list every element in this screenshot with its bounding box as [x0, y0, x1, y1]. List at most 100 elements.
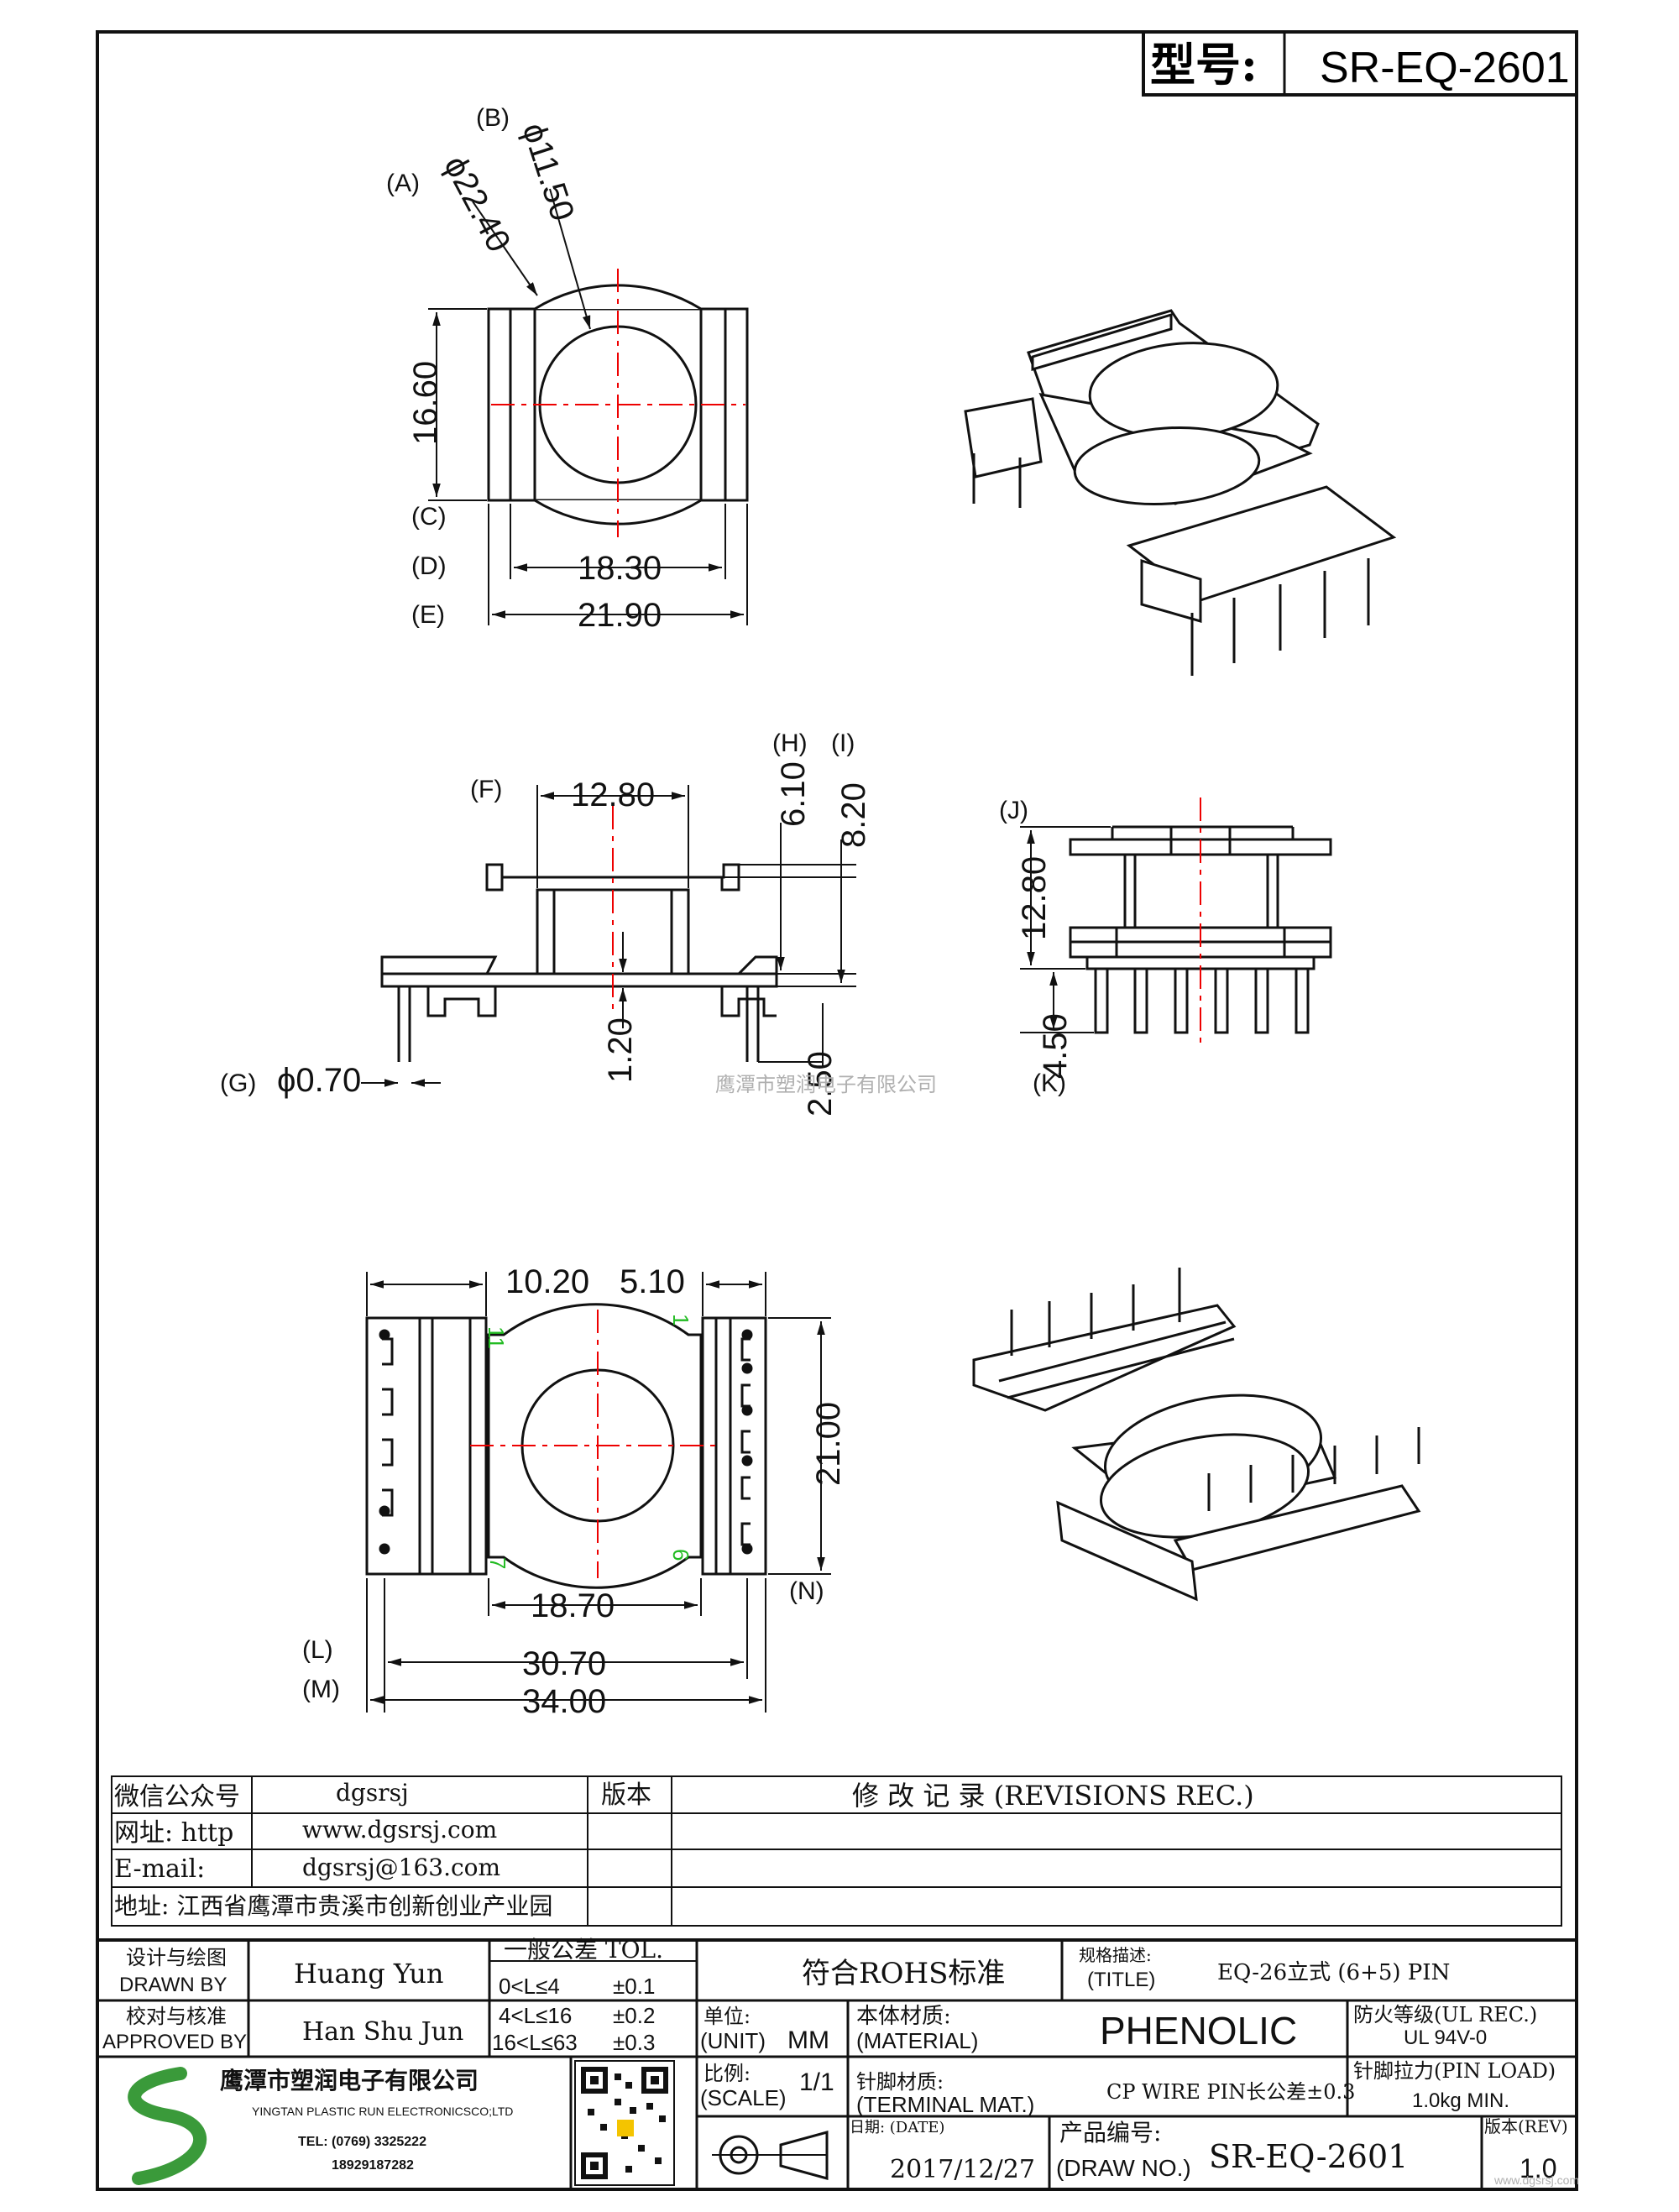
dim-h2-value: 1.20 [602, 1017, 639, 1083]
scale-label-cn: 比例: [704, 2062, 751, 2085]
dim-j-label: (J) [999, 797, 1028, 824]
dim-l-value: 30.70 [522, 1645, 606, 1682]
material-label-cn: 本体材质: [856, 2004, 951, 2029]
wechat-label: 微信公众号 [114, 1782, 240, 1812]
version-label: 版本 [601, 1781, 651, 1810]
title-block [96, 1938, 1578, 2191]
drawn-label-cn: 设计与绘图 [126, 1946, 227, 1969]
title-block-text: 设计与绘图 DRAWN BY Huang Yun 校对与核准 APPROVED … [102, 1936, 1579, 2187]
fire-label: 防火等级(UL REC.) [1353, 2003, 1537, 2026]
fire-value: UL 94V-0 [1404, 2026, 1487, 2049]
company-mobile: 18929187282 [332, 2158, 414, 2173]
dim-e-label: (E) [411, 601, 445, 629]
company-cn: 鹰潭市塑润电子有限公司 [220, 2067, 479, 2094]
dim-b-value: ϕ11.50 [515, 118, 581, 225]
drawn-value: Huang Yun [294, 1958, 443, 1990]
qr-code [581, 2067, 668, 2179]
dim-d-label: (D) [411, 552, 447, 580]
dim-i-label: (I) [831, 729, 855, 757]
drawno-value: SR-EQ-2601 [1209, 2138, 1408, 2175]
model-label: 型号: [1150, 38, 1258, 92]
title-value: EQ-26立式 (6+5) PIN [1217, 1960, 1450, 1985]
dim-f-label: (F) [470, 776, 502, 803]
revisions-title: 修 改 记 录 (REVISIONS REC.) [852, 1780, 1254, 1812]
unit-label-en: (UNIT) [700, 2028, 766, 2053]
top-view [428, 188, 749, 625]
pin-number-1: 1 [668, 1314, 693, 1326]
dim-g-value: ϕ0.70 [277, 1062, 361, 1099]
rohs-text: 符合ROHS标准 [802, 1957, 1005, 1990]
dim-g-label: (G) [220, 1069, 256, 1097]
dim-j-value: 12.80 [1016, 856, 1053, 940]
wechat-value: dgsrsj [336, 1779, 409, 1807]
tol-range-3: 16<L≤63 [492, 2030, 578, 2055]
date-value: 2017/12/27 [890, 2155, 1035, 2184]
tol-range-1: 0<L≤4 [499, 1974, 560, 1999]
web-value: www.dgsrsj.com [302, 1816, 497, 1843]
dim-n-value: 21.00 [810, 1402, 847, 1486]
model-value: SR-EQ-2601 [1320, 44, 1570, 92]
address-text: 地址: 江西省鹰潭市贵溪市创新创业产业园 [114, 1892, 552, 1920]
pin-number-11: 11 [484, 1326, 509, 1349]
dim-top-right-value: 5.10 [620, 1263, 685, 1300]
corner-watermark: www.dgsrsj.com [1493, 2173, 1579, 2187]
dim-inner-value: 18.70 [531, 1587, 615, 1624]
dim-b-label: (B) [476, 104, 510, 132]
dim-top-left-value: 10.20 [505, 1263, 589, 1300]
pinload-value: 1.0kg MIN. [1412, 2089, 1509, 2112]
dim-e-value: 21.90 [578, 597, 662, 634]
company-tel: TEL: (0769) 3325222 [298, 2135, 426, 2149]
dim-m-label: (M) [302, 1676, 340, 1703]
side-view-labels: (J) 12.80 4.50 (K) [999, 797, 1074, 1097]
info-table-text: 微信公众号 dgsrsj 网址: http www.dgsrsj.com E-m… [114, 1779, 1254, 1920]
rev-label: 版本(REV) [1484, 2116, 1568, 2136]
company-logo [128, 2067, 207, 2185]
email-label: E-mail: [114, 1854, 205, 1884]
drawn-label-en: DRAWN BY [119, 1974, 227, 1996]
title-label-cn: 规格描述: [1079, 1945, 1152, 1965]
dim-h-value: 6.10 [775, 761, 812, 827]
tol-value-3: ±0.3 [613, 2030, 655, 2055]
watermark-text: 鹰潭市塑润电子有限公司 [715, 1073, 937, 1096]
dim-h-label: (H) [772, 729, 808, 757]
pin-number-7: 7 [485, 1557, 510, 1569]
tol-value-1: ±0.1 [613, 1974, 655, 1999]
unit-value: MM [787, 2026, 829, 2054]
tol-title: 一般公差 TOL. [504, 1936, 663, 1964]
drawno-label-en: (DRAW NO.) [1056, 2155, 1191, 2181]
material-label-en: (MATERIAL) [856, 2028, 978, 2053]
tol-range-2: 4<L≤16 [499, 2003, 572, 2028]
unit-label-cn: 单位: [704, 2005, 751, 2028]
dim-l-label: (L) [302, 1636, 333, 1664]
pin-number-6: 6 [668, 1549, 693, 1561]
date-label: 日期: (DATE) [850, 2119, 944, 2136]
dim-i-value: 8.20 [835, 782, 872, 848]
scale-label-en: (SCALE) [700, 2085, 787, 2110]
approved-label-en: APPROVED BY [102, 2031, 247, 2053]
dim-m-value: 34.00 [522, 1683, 606, 1720]
bottom-view [365, 1272, 831, 1713]
terminal-label-cn: 针脚材质: [856, 2070, 944, 2094]
terminal-label-en: (TERMINAL MAT.) [856, 2092, 1034, 2117]
dim-k-label: (K) [1033, 1069, 1066, 1097]
pinload-label: 针脚拉力(PIN LOAD) [1353, 2059, 1556, 2083]
dim-n-label: (N) [789, 1577, 824, 1605]
top-view-labels: (A) (B) ϕ22.40 ϕ11.50 16.60 18.30 21.90 … [386, 104, 662, 634]
front-view-labels: (F) 12.80 (H) (I) 6.10 8.20 1.20 2.50 (G… [220, 729, 872, 1116]
approved-value: Han Shu Jun [302, 2017, 463, 2047]
dim-c-label: (C) [411, 503, 447, 531]
isometric-view-bottom [972, 1268, 1421, 1602]
front-view [361, 785, 856, 1087]
dim-k-value: 4.50 [1037, 1013, 1074, 1079]
scale-value: 1/1 [799, 2068, 834, 2096]
dim-f-value: 12.80 [571, 777, 655, 813]
dim-k2-value: 2.50 [802, 1051, 839, 1116]
drawno-label-cn: 产品编号: [1059, 2119, 1161, 2147]
dim-d-value: 18.30 [578, 550, 662, 587]
isometric-view-top [964, 309, 1397, 676]
material-value: PHENOLIC [1100, 2009, 1297, 2053]
email-value: dgsrsj@163.com [302, 1854, 500, 1881]
model-header: 型号: SR-EQ-2601 [1142, 30, 1578, 97]
bottom-view-labels: 10.20 5.10 21.00 (N) 18.70 30.70 34.00 (… [302, 1263, 847, 1720]
dim-a-value: ϕ22.40 [437, 150, 517, 259]
